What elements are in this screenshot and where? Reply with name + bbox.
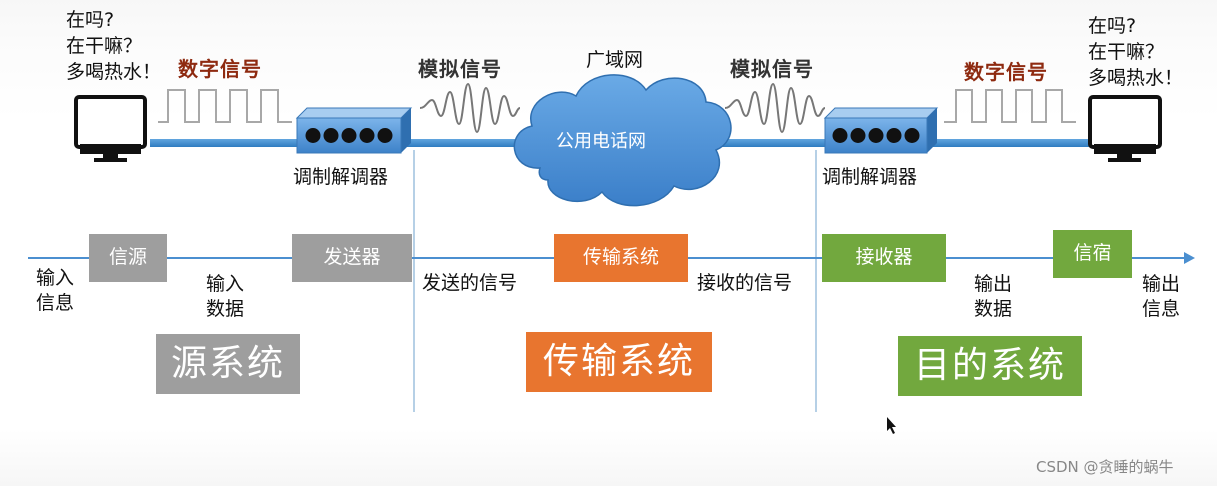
analog-wave-left <box>419 82 521 134</box>
digital-signal-label-right: 数字信号 <box>964 60 1048 84</box>
source-box: 信源 <box>89 234 167 282</box>
digital-wave-right <box>944 89 1076 123</box>
modem-left-label: 调制解调器 <box>293 166 389 188</box>
left-chat-line-3: 多喝热水！ <box>66 61 162 83</box>
digital-signal-label-left: 数字信号 <box>178 57 262 81</box>
digital-wave-left <box>158 89 292 123</box>
output-info-label: 输出 信息 <box>1142 273 1181 320</box>
computer-right-icon <box>1088 95 1162 162</box>
transmission-system-box: 传输系统 <box>526 332 712 392</box>
input-data-label: 输入 数据 <box>206 273 245 320</box>
analog-signal-label-left: 模拟信号 <box>418 57 502 81</box>
cloud-label: 公用电话网 <box>556 131 646 152</box>
destination-box: 信宿 <box>1053 230 1132 278</box>
left-chat-line-1: 在吗? <box>66 9 115 31</box>
transmission-box: 传输系统 <box>554 234 688 282</box>
right-chat-line-3: 多喝热水！ <box>1088 67 1184 89</box>
received-signal-label: 接收的信号 <box>697 272 793 294</box>
modem-right-icon <box>823 107 939 154</box>
flow-arrow-head <box>1184 252 1195 264</box>
input-info-label: 输入 信息 <box>36 267 75 314</box>
modem-right-label: 调制解调器 <box>822 166 918 188</box>
sent-signal-label: 发送的信号 <box>422 272 518 294</box>
destination-system-box: 目的系统 <box>898 336 1082 396</box>
watermark: CSDN @贪睡的蜗牛 <box>1036 458 1174 476</box>
analog-signal-label-right: 模拟信号 <box>730 57 814 81</box>
right-chat-line-2: 在干嘛？ <box>1088 41 1165 63</box>
transmitter-box: 发送器 <box>292 234 412 282</box>
output-data-label: 输出 数据 <box>974 273 1013 320</box>
left-chat-line-2: 在干嘛？ <box>66 35 143 57</box>
wan-label: 广域网 <box>586 49 644 71</box>
analog-wave-right <box>724 82 826 134</box>
computer-left-icon <box>74 95 147 162</box>
source-system-box: 源系统 <box>156 334 300 394</box>
modem-left-icon <box>295 107 413 154</box>
mouse-cursor-icon <box>887 417 896 434</box>
right-chat-line-1: 在吗? <box>1088 15 1137 37</box>
receiver-box: 接收器 <box>822 234 946 282</box>
cloud-icon <box>513 74 732 207</box>
